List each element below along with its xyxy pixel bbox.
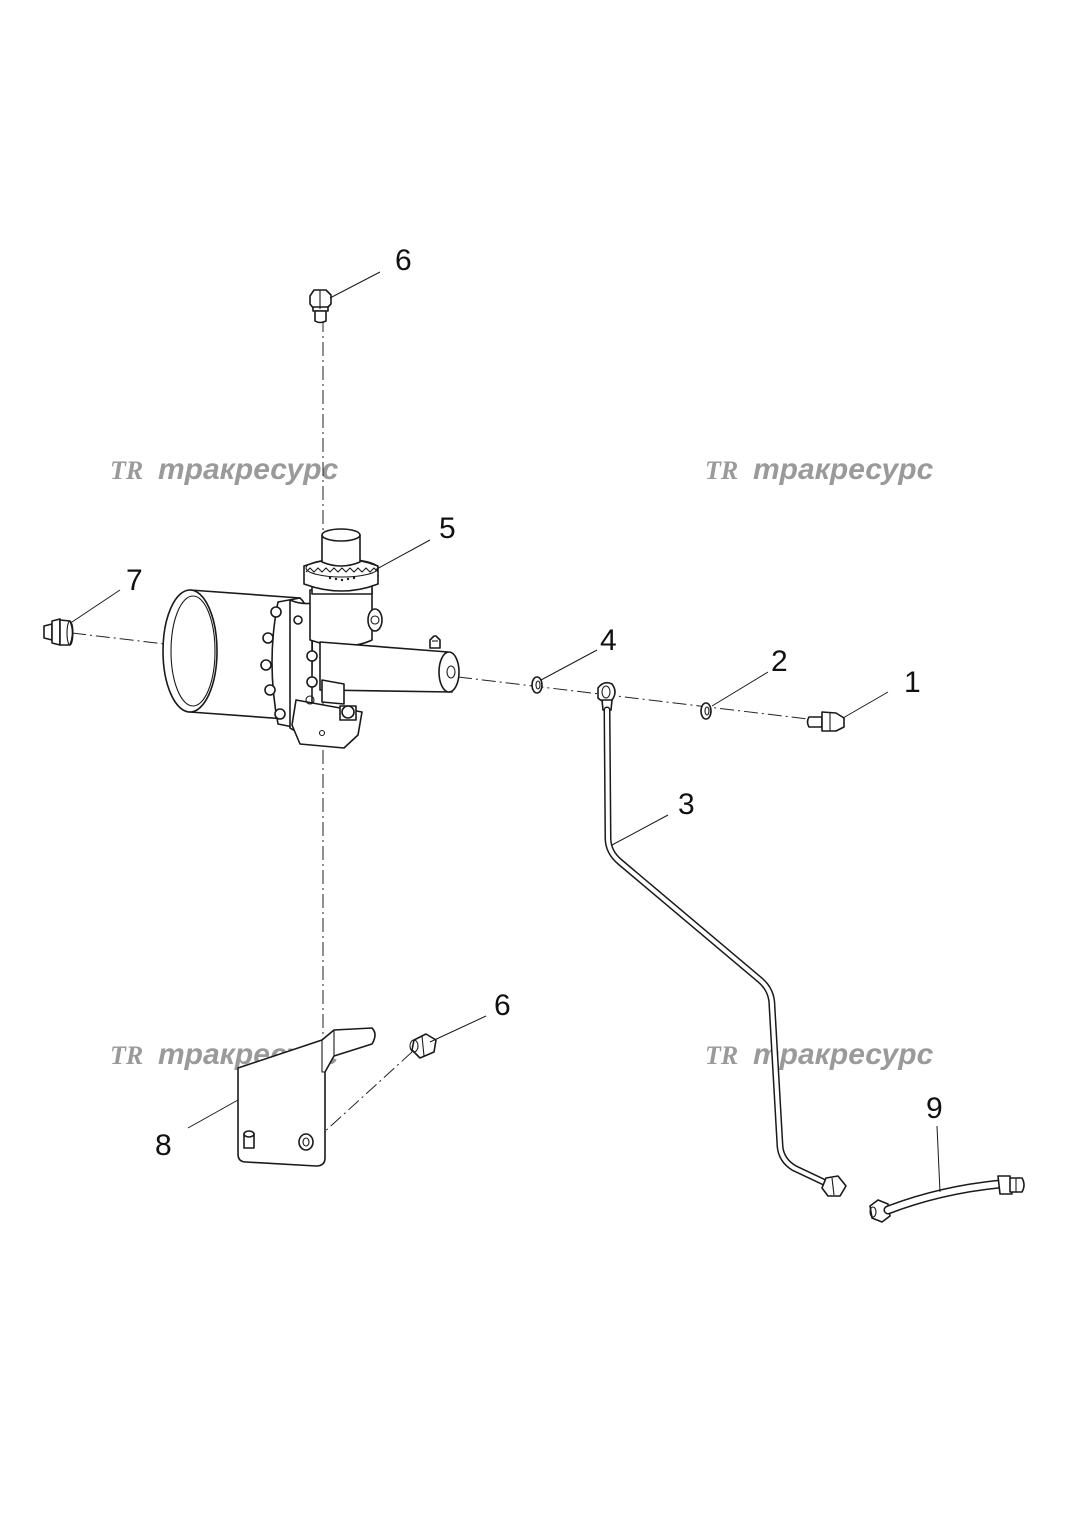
plug-part-7 [43, 618, 74, 646]
watermark-top-right: TR тракресурс [705, 453, 934, 486]
callout-3: 3 [678, 788, 695, 821]
bracket-part-8 [237, 1027, 376, 1167]
watermark-logo: TR [705, 1041, 738, 1070]
hose-part-9 [869, 1175, 1025, 1223]
callout-2: 2 [771, 645, 788, 678]
watermark-text: тракресурс [753, 1038, 934, 1071]
banjo-bolt-part-1 [806, 711, 845, 732]
diagonal-bolt-axis [309, 1051, 413, 1146]
callout-1: 1 [904, 666, 921, 699]
callout-7: 7 [126, 564, 143, 597]
leader-lines [71, 271, 941, 1193]
watermark-text: тракресурс [753, 453, 934, 486]
horizontal-assembly-axis-left [71, 632, 166, 645]
washer-part-4 [531, 676, 543, 694]
watermark-logo: TR [110, 1041, 143, 1070]
callout-5: 5 [439, 512, 456, 545]
callout-6-top: 6 [395, 244, 412, 277]
callout-4: 4 [600, 624, 617, 657]
horizontal-assembly-axis-right [457, 676, 809, 720]
watermark-logo: TR [110, 456, 143, 485]
bolt-top-part-6 [309, 289, 332, 324]
callout-9: 9 [926, 1092, 943, 1125]
callout-8: 8 [155, 1129, 172, 1162]
watermark-logo: TR [705, 456, 738, 485]
nut-bottom-part-6 [409, 1033, 437, 1059]
callout-6-bottom: 6 [494, 989, 511, 1022]
watermark-bottom-right: TR тракресурс [705, 1038, 934, 1071]
clutch-booster-part-5 [162, 528, 460, 749]
pipe-part-3 [597, 681, 847, 1197]
watermark-top-left: TR тракресурс [110, 453, 339, 486]
watermark-text: тракресурс [158, 453, 339, 486]
washer-part-2 [700, 702, 712, 720]
